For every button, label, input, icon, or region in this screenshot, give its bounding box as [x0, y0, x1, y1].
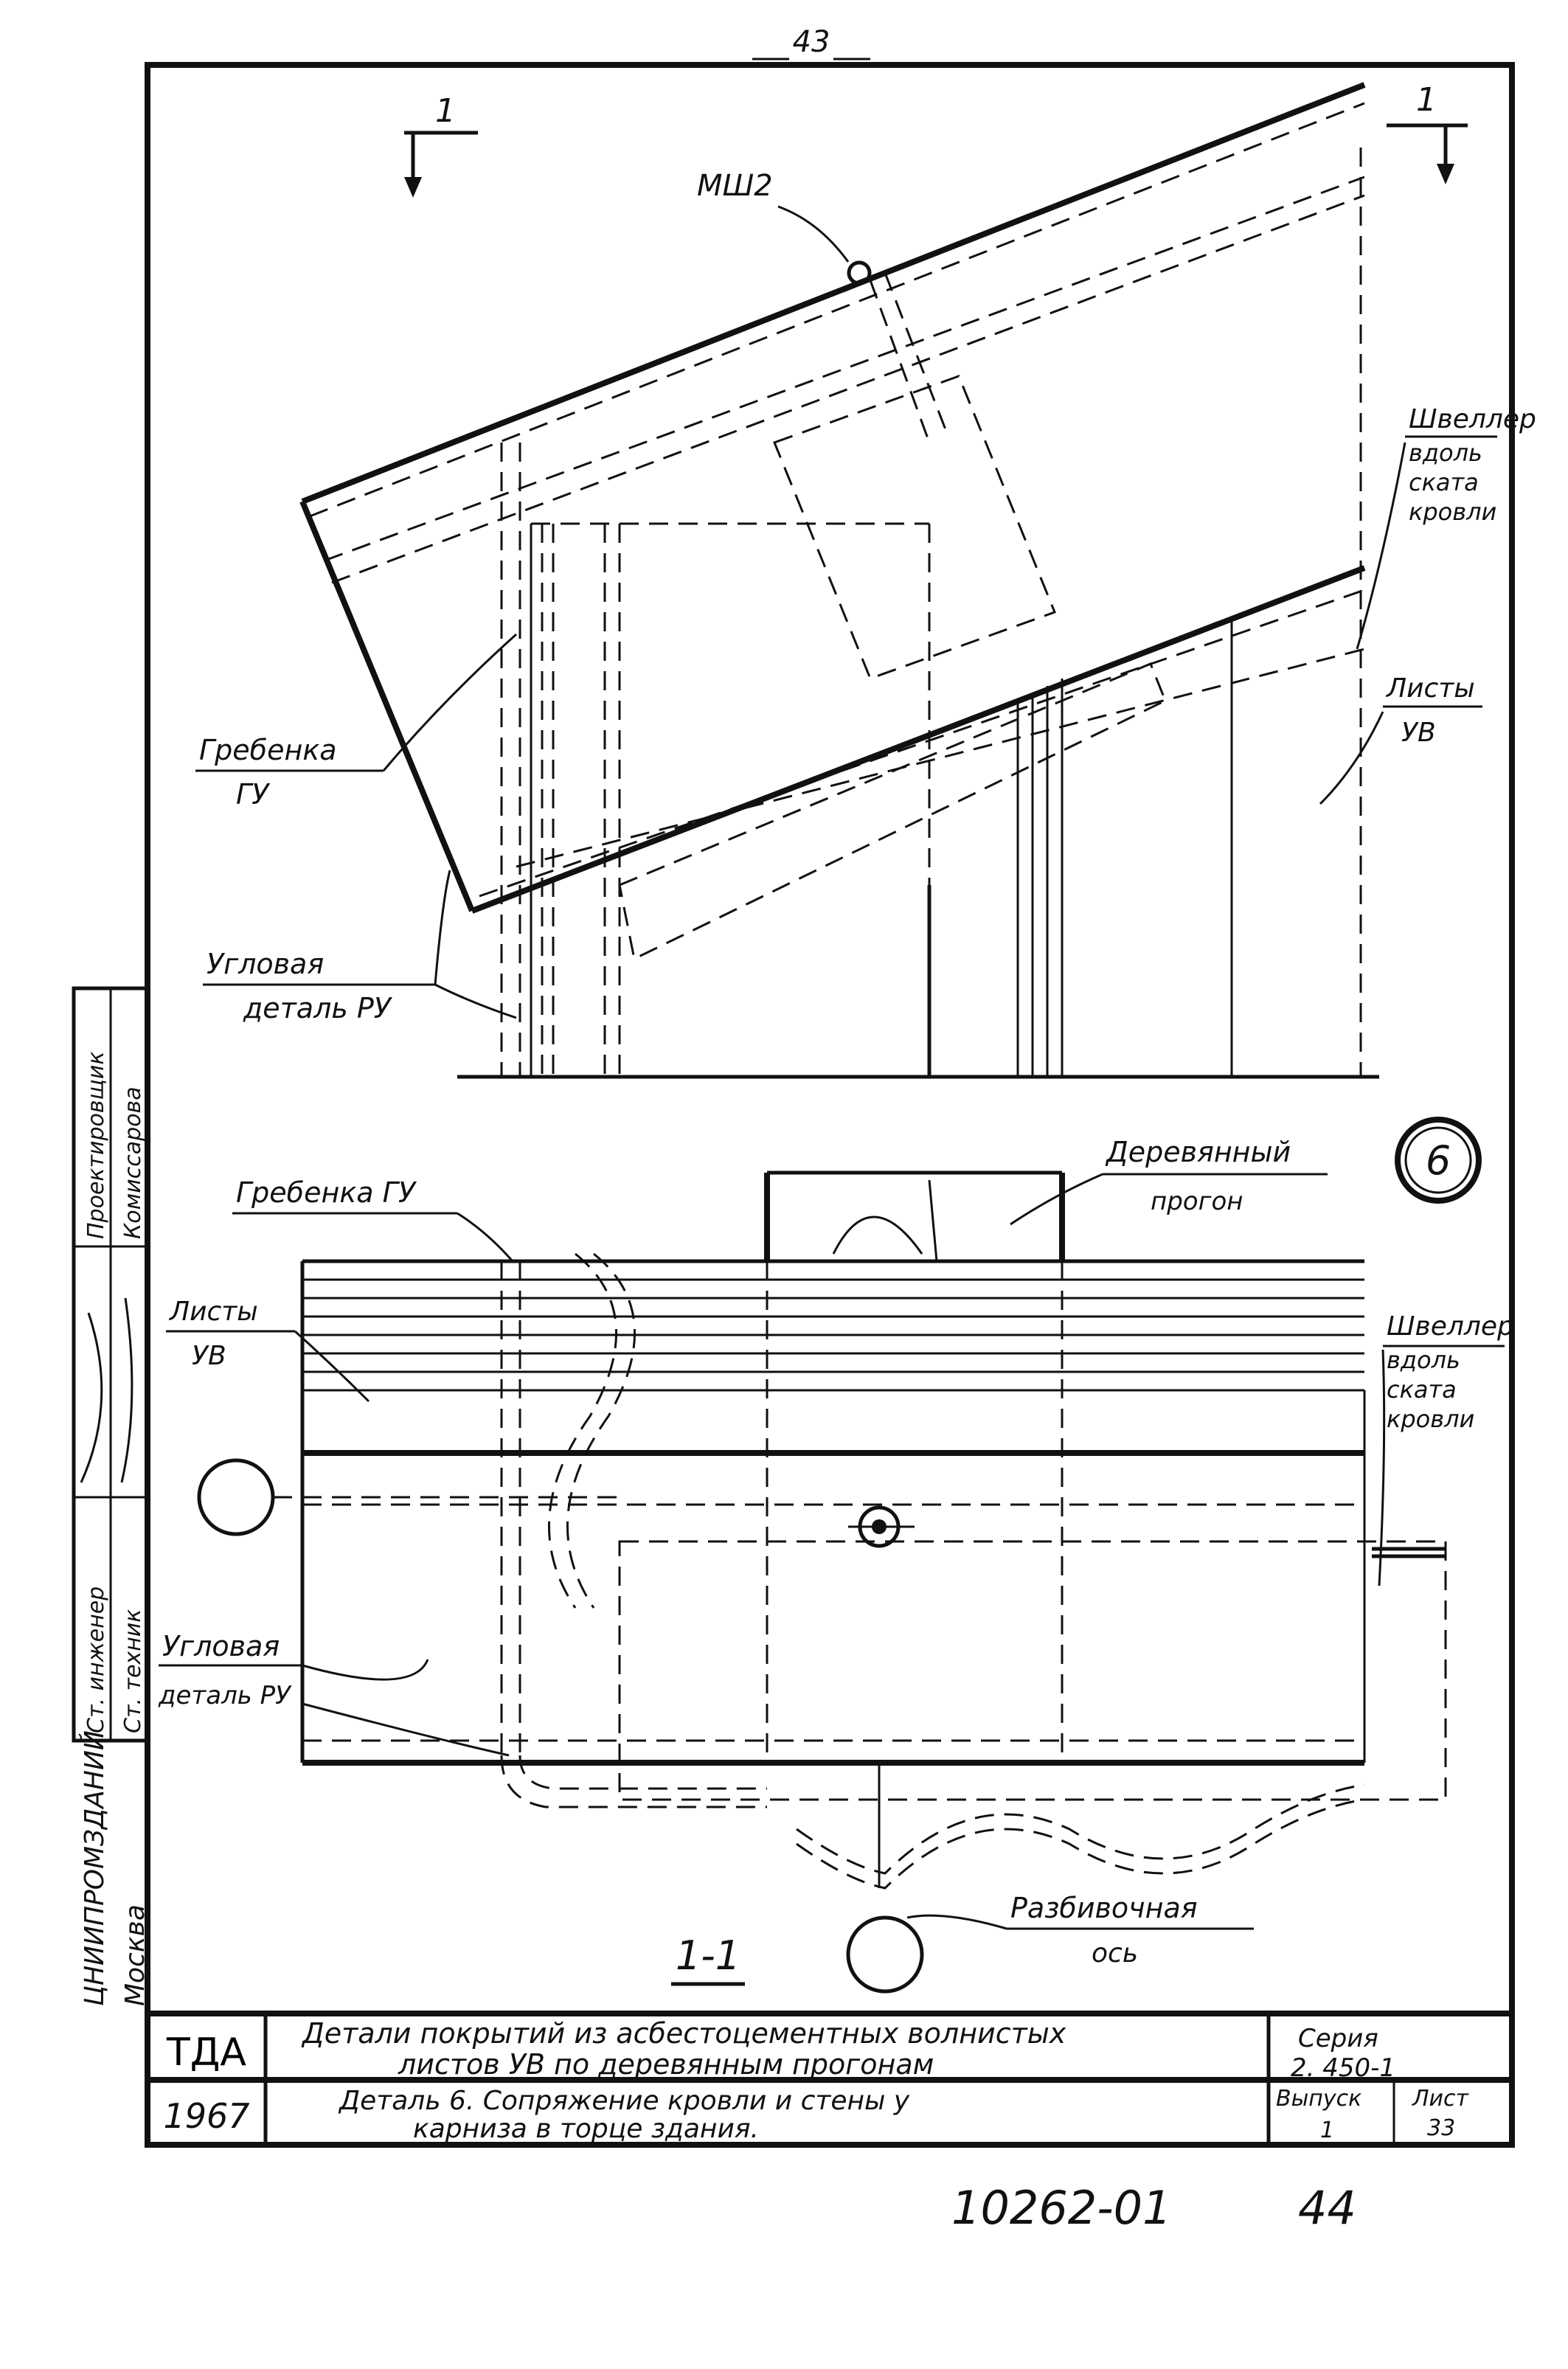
label-uglovaya-top-1: Угловая: [207, 948, 324, 980]
section-mark-right: 1: [1416, 81, 1437, 119]
label-listy-bottom-2: УВ: [192, 1341, 226, 1371]
label-uglovaya-bottom-1: Угловая: [162, 1630, 280, 1662]
label-grebenka-bottom: Гребенка ГУ: [236, 1176, 417, 1209]
title-org: ТДА: [166, 2030, 246, 2075]
issue-value: 1: [1320, 2117, 1334, 2143]
label-shveller-bottom-2: вдоль: [1387, 1346, 1460, 1374]
section-mark-left: 1: [435, 92, 456, 130]
label-shveller-4: кровли: [1409, 498, 1496, 526]
label-shveller-bottom-3: ската: [1387, 1376, 1457, 1404]
title-year: 1967: [163, 2096, 249, 2136]
title-line-1: Детали покрытий из асбестоцементных волн…: [301, 2017, 1066, 2050]
page-number: 43: [793, 25, 830, 59]
sheet-label: Лист: [1412, 2086, 1470, 2112]
label-shveller-2: вдоль: [1409, 439, 1482, 467]
roof-elevation-view: 1 1 МШ2: [195, 81, 1536, 1079]
stamp-city: Москва: [120, 1904, 150, 2006]
label-msh2: МШ2: [697, 169, 773, 203]
series-label: Серия: [1298, 2024, 1378, 2053]
label-razbivochnaya-1: Разбивочная: [1010, 1892, 1198, 1924]
sheet-value: 33: [1427, 2115, 1455, 2141]
subtitle-line-1: Деталь 6. Сопряжение кровли и стены у: [338, 2086, 910, 2116]
title-line-2: листов УВ по деревянным прогонам: [398, 2048, 934, 2081]
issue-label: Выпуск: [1276, 2086, 1361, 2112]
title-block: ТДА 1967 Детали покрытий из асбестоцемен…: [148, 2011, 1512, 2145]
stamp-role-2: Ст. инженер: [83, 1586, 109, 1733]
label-listy-top-2: УВ: [1401, 718, 1436, 748]
stamp-name-1: Комиссарова: [120, 1086, 146, 1239]
stamp-org: ЦНИИПРОМЗДАНИЙ: [79, 1730, 110, 2006]
subtitle-line-2: карниза в торце здания.: [413, 2114, 759, 2144]
label-listy-bottom-1: Листы: [168, 1297, 258, 1327]
section-caption: 1-1: [676, 1932, 740, 1979]
label-shveller-bottom-1: Швеллер: [1387, 1311, 1514, 1342]
sheet-frame: [145, 62, 1515, 2148]
label-derevyanny-2: прогон: [1151, 1187, 1243, 1216]
side-stamp: Проектировщик Комиссарова Ст. инженер Ст…: [72, 986, 150, 2006]
detail-number: 6: [1426, 1137, 1451, 1184]
footer-doc-number: 10262-01: [951, 2181, 1172, 2235]
detail-number-circle: [1395, 1117, 1482, 1204]
label-derevyanny-1: Деревянный: [1105, 1136, 1291, 1168]
series-value: 2. 450-1: [1291, 2053, 1395, 2083]
stamp-role-3: Ст. техник: [120, 1609, 146, 1733]
section-1-1-view: Гребенка ГУ Деревянный прогон Листы УВ Ш…: [158, 1136, 1514, 1994]
label-shveller-1: Швеллер: [1409, 404, 1536, 434]
label-shveller-bottom-4: кровли: [1387, 1405, 1474, 1433]
label-grebenka-top-2: ГУ: [236, 778, 271, 811]
label-uglovaya-top-2: деталь РУ: [243, 992, 393, 1024]
label-shveller-3: ската: [1409, 468, 1479, 496]
label-razbivochnaya-2: ось: [1092, 1938, 1138, 1969]
footer-page: 44: [1298, 2181, 1356, 2235]
label-grebenka-top-1: Гребенка: [199, 734, 337, 766]
stamp-role-1: Проектировщик: [83, 1052, 109, 1239]
label-uglovaya-bottom-2: деталь РУ: [158, 1681, 292, 1710]
label-listy-top-1: Листы: [1385, 673, 1475, 704]
